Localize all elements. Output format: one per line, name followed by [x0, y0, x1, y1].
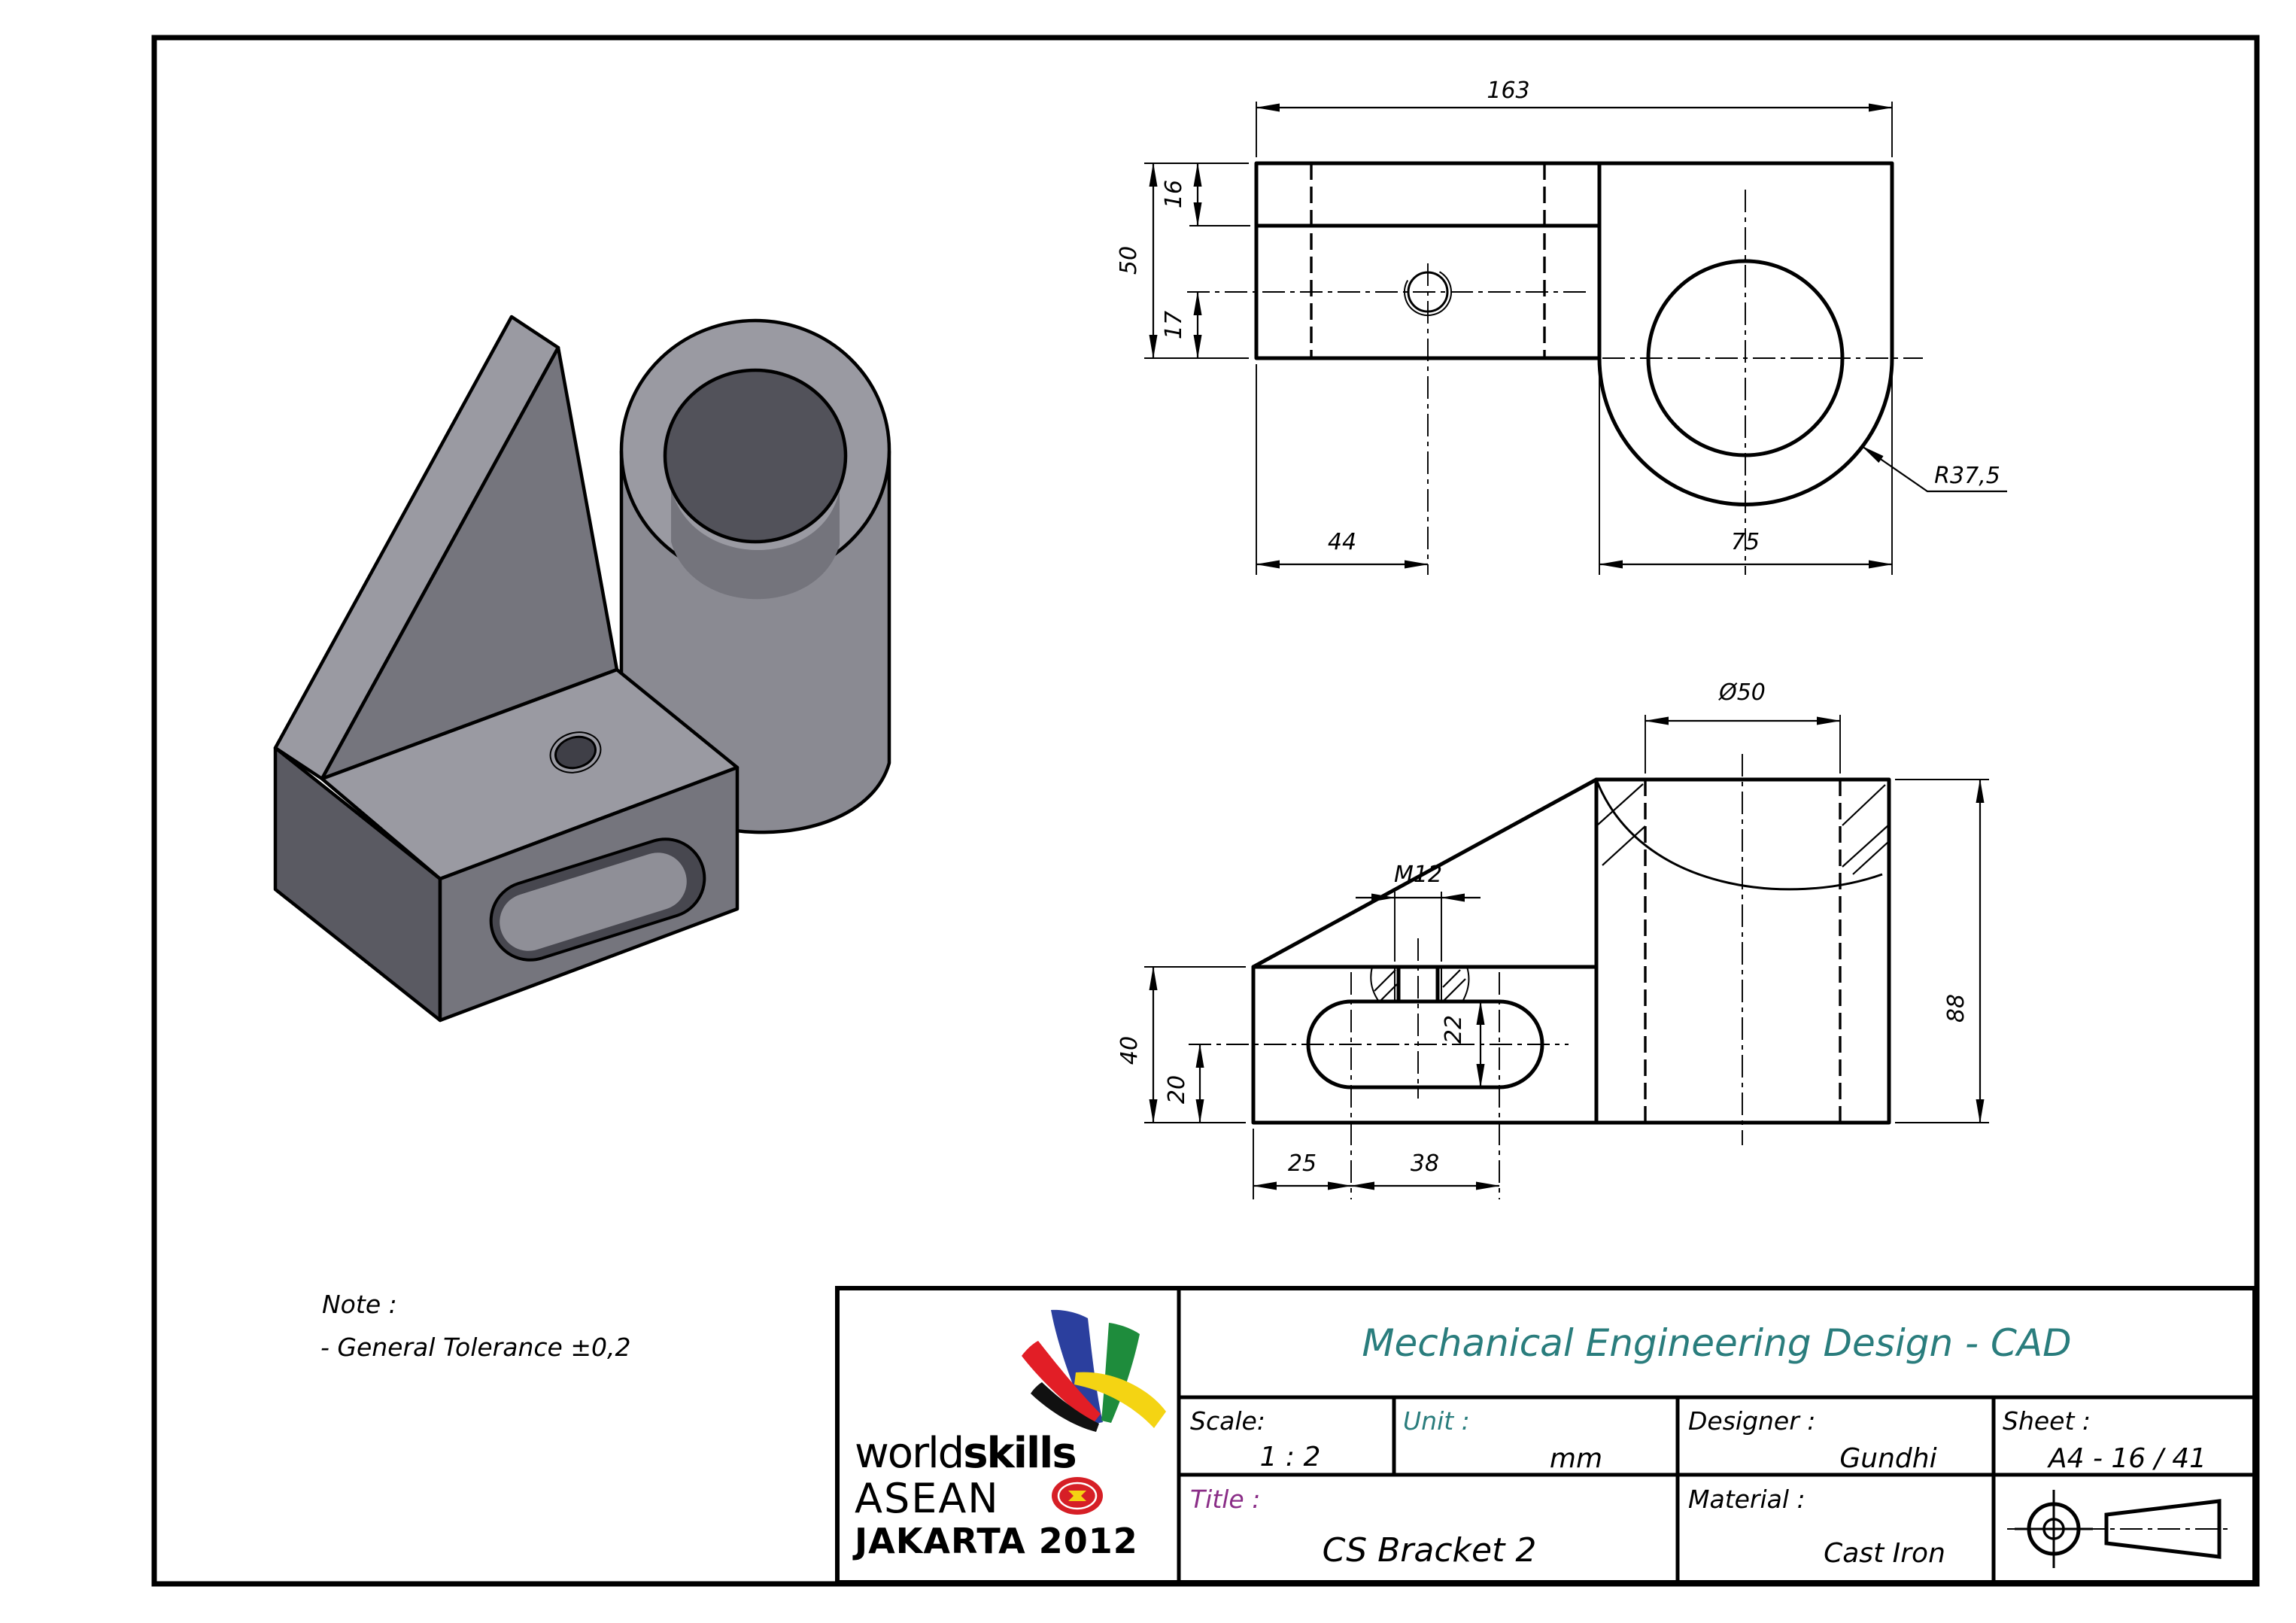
title-label: Title :: [1190, 1485, 1260, 1514]
title-block-grid: [1177, 1286, 2257, 1585]
title-value: CS Bracket 2: [1323, 1531, 1537, 1570]
logo-jakarta: JAKARTA 2012: [852, 1521, 1138, 1561]
logo-worldskills: worldskills: [855, 1429, 1076, 1478]
dim-17: 17: [1161, 311, 1187, 339]
front-view-thread-hatch: [1374, 969, 1466, 1002]
iso-view: [273, 315, 891, 1023]
project-title: Mechanical Engineering Design - CAD: [1362, 1321, 2071, 1365]
front-view: Ø50 M12 88 40 20 22 25 38: [1116, 679, 1989, 1199]
front-view-break-lines: [1370, 966, 1470, 1002]
worldskills-logo: worldskills ASEAN JAKARTA 2012: [852, 1309, 1166, 1561]
logo-ribbon-yellow: [1074, 1372, 1166, 1428]
top-view-hidden-lines: [1310, 163, 1546, 358]
dim-75: 75: [1731, 529, 1760, 555]
dim-25: 25: [1288, 1150, 1317, 1177]
dim-r37-5: R37,5: [1934, 463, 2000, 489]
material-label: Material :: [1688, 1485, 1806, 1514]
sheet-label: Sheet :: [2003, 1406, 2091, 1436]
front-view-edges: [1251, 777, 1599, 1125]
dim-50: 50: [1116, 246, 1142, 275]
front-view-bore-hidden: [1644, 780, 1842, 1123]
note-title: Note :: [322, 1290, 397, 1319]
front-view-extension-lines: [1144, 715, 1989, 1199]
dim-44: 44: [1328, 529, 1356, 555]
iso-slot-wall: [500, 853, 687, 951]
note-item: - General Tolerance ±0,2: [320, 1333, 630, 1362]
logo-ribbon-blue: [1051, 1309, 1103, 1425]
sheet-value: A4 - 16 / 41: [2047, 1443, 2206, 1474]
logo-ribbon-black: [1031, 1382, 1099, 1432]
iso-bore-wall: [671, 488, 840, 600]
dim-22: 22: [1441, 1015, 1467, 1044]
asean-emblem-icon: [1052, 1477, 1103, 1515]
note: Note : - General Tolerance ±0,2: [320, 1290, 630, 1362]
iso-bore: [665, 370, 846, 542]
front-view-outline: [1251, 777, 1891, 1125]
material-value: Cast Iron: [1824, 1538, 1945, 1569]
dim-m12: M12: [1394, 862, 1442, 888]
dim-88: 88: [1943, 994, 1970, 1023]
designer-value: Gundhi: [1839, 1443, 1936, 1474]
front-view-thread-minor: [1396, 965, 1440, 1004]
logo-ribbon-red: [1022, 1341, 1101, 1424]
designer-label: Designer :: [1688, 1406, 1815, 1436]
title-block-border: [835, 1286, 2257, 1585]
front-view-centerlines: [1189, 754, 1743, 1199]
projection-symbol-icon: [2007, 1490, 2233, 1568]
title-block: Mechanical Engineering Design - CAD Scal…: [835, 1286, 2257, 1585]
iso-thread-circle: [549, 731, 602, 774]
top-view-outline: [1254, 161, 1894, 506]
scale-value: 1 : 2: [1260, 1442, 1321, 1473]
top-view-centerlines: [1187, 190, 1923, 575]
dim-40: 40: [1116, 1036, 1143, 1065]
dim-16: 16: [1161, 180, 1187, 208]
top-view: 163 50 16 17 44 75 R37,5: [1116, 78, 2007, 575]
unit-value: mm: [1550, 1443, 1602, 1474]
front-view-section-hatch: [1597, 783, 1890, 875]
scale-label: Scale:: [1190, 1406, 1265, 1436]
dim-163: 163: [1487, 78, 1529, 104]
logo-asean: ASEAN: [855, 1475, 1000, 1522]
dim-bore-50: Ø50: [1717, 679, 1766, 706]
unit-label: Unit :: [1403, 1406, 1470, 1436]
dim-20: 20: [1164, 1075, 1190, 1104]
top-view-thread-arc: [1404, 271, 1453, 317]
front-view-break-arc: [1595, 779, 1883, 891]
dim-38: 38: [1411, 1150, 1439, 1177]
logo-ribbon-green: [1101, 1323, 1140, 1423]
iso-m12-hole-icon: [554, 735, 597, 770]
front-view-thread-major: [1394, 967, 1442, 1001]
